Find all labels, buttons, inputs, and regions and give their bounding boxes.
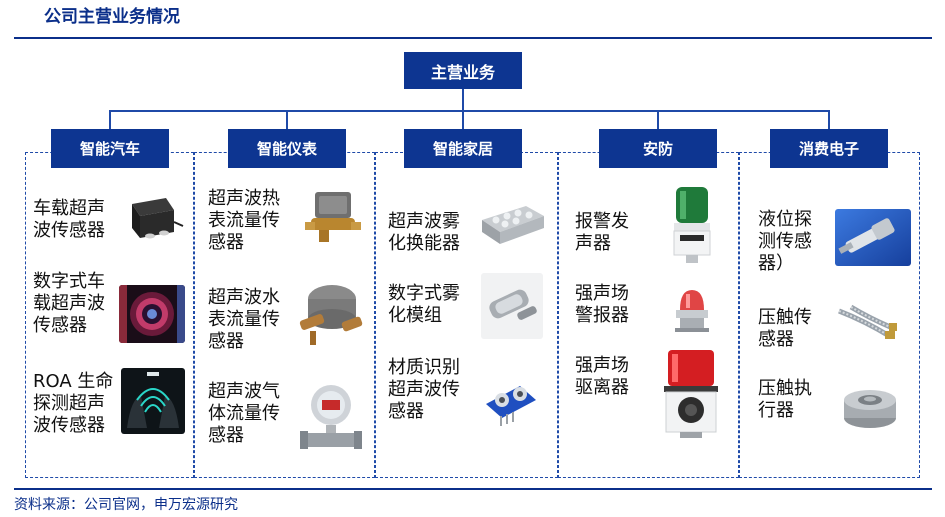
branch-2 <box>286 110 288 129</box>
category-smart-car: 智能汽车 <box>51 129 169 168</box>
branch-3 <box>462 110 464 129</box>
item-label: ROA 生命 探测超声 波传感器 <box>33 371 114 436</box>
item-label: 数字式车 载超声波 传感器 <box>33 271 105 336</box>
atomizer-module-image <box>481 273 543 339</box>
water-meter-sensor-image <box>296 275 366 349</box>
title-divider <box>14 37 932 39</box>
branch-1 <box>109 110 111 129</box>
item-label: 超声波热 表流量传 感器 <box>208 188 280 253</box>
item-label: 压触执 行器 <box>758 378 812 421</box>
category-label: 智能家居 <box>432 140 493 158</box>
pressure-touch-sensor-image <box>835 303 899 345</box>
category-security: 安防 <box>599 129 717 168</box>
item-label: 压触传 感器 <box>758 307 812 350</box>
item-label: 数字式雾 化模组 <box>388 283 460 326</box>
root-stem <box>462 89 464 111</box>
heat-meter-sensor-image <box>301 184 363 250</box>
root-node: 主营业务 <box>404 52 522 89</box>
branch-5 <box>828 110 830 129</box>
digital-car-sensor-image <box>119 285 185 343</box>
page-title: 公司主营业务情况 <box>44 7 180 27</box>
strong-sound-repeller-image <box>660 346 722 440</box>
category-label: 安防 <box>642 140 673 158</box>
alarm-sounder-image <box>666 183 718 265</box>
car-ultrasonic-sensor-image <box>122 192 184 248</box>
pressure-touch-actuator-image <box>836 380 904 436</box>
item-label: 车载超声 波传感器 <box>33 198 105 241</box>
item-label: 超声波水 表流量传 感器 <box>208 287 280 352</box>
category-consumer-electronics: 消费电子 <box>770 129 888 168</box>
category-label: 消费电子 <box>798 140 859 158</box>
material-detection-sensor-image <box>478 370 544 434</box>
source-note: 资料来源：公司官网，申万宏源研究 <box>14 497 238 513</box>
footer-divider <box>14 488 932 490</box>
strong-sound-alarm-image <box>671 284 713 334</box>
category-smart-home: 智能家居 <box>404 129 522 168</box>
item-label: 超声波气 体流量传 感器 <box>208 381 280 446</box>
item-label: 超声波雾 化换能器 <box>388 211 460 254</box>
item-label: 报警发 声器 <box>575 211 629 254</box>
roa-detection-sensor-image <box>121 368 185 434</box>
item-label: 材质识别 超声波传 感器 <box>388 357 460 422</box>
item-label: 强声场 驱离器 <box>575 355 629 398</box>
category-smart-meter: 智能仪表 <box>228 129 346 168</box>
root-node-label: 主营业务 <box>430 62 495 82</box>
category-label: 智能汽车 <box>79 140 140 158</box>
category-label: 智能仪表 <box>256 140 317 158</box>
liquid-level-sensor-image <box>835 209 911 266</box>
item-label: 强声场 警报器 <box>575 283 629 326</box>
item-label: 液位探 测传感 器） <box>758 209 812 274</box>
horizontal-connector <box>109 110 830 112</box>
gas-flow-sensor-image <box>300 375 362 453</box>
atomizer-transducer-image <box>476 192 548 252</box>
branch-4 <box>657 110 659 129</box>
